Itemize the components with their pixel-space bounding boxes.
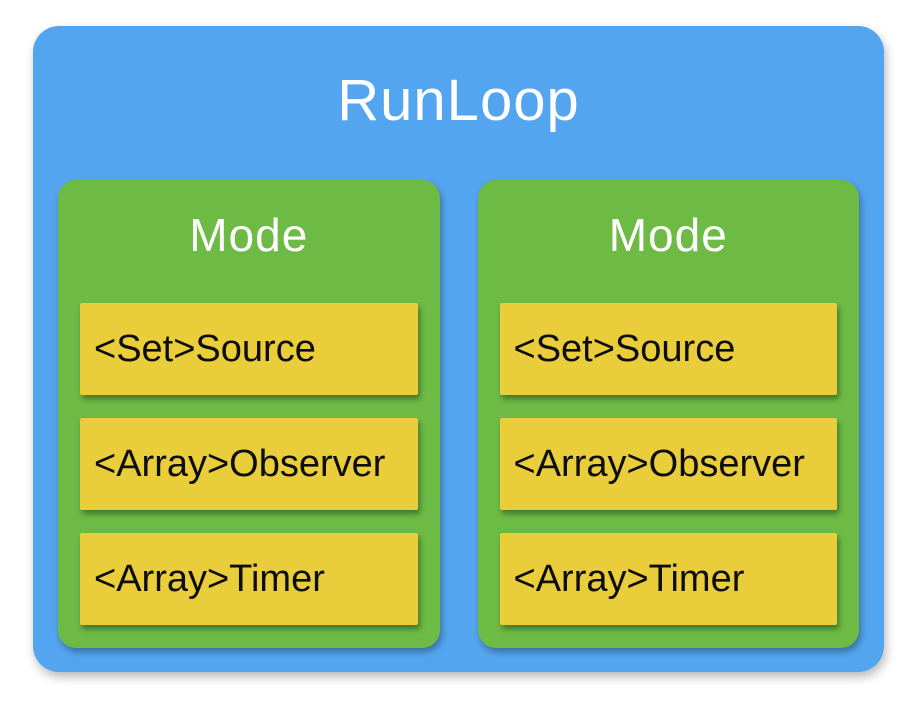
mode-title: Mode <box>189 209 309 261</box>
modes-row: Mode <Set>Source <Array>Observer <Array>… <box>58 180 859 648</box>
mode-item-observer: <Array>Observer <box>499 418 837 510</box>
mode-box-2: Mode <Set>Source <Array>Observer <Array>… <box>477 180 859 648</box>
runloop-container: RunLoop Mode <Set>Source <Array>Observer… <box>33 26 884 672</box>
mode-item-source: <Set>Source <box>499 303 837 395</box>
mode-items-list: <Set>Source <Array>Observer <Array>Timer <box>499 303 837 625</box>
mode-item-source: <Set>Source <box>80 303 418 395</box>
mode-title: Mode <box>608 209 728 261</box>
runloop-title: RunLoop <box>337 68 580 133</box>
mode-item-observer: <Array>Observer <box>80 418 418 510</box>
mode-item-timer: <Array>Timer <box>499 533 837 625</box>
mode-box-1: Mode <Set>Source <Array>Observer <Array>… <box>58 180 440 648</box>
mode-item-timer: <Array>Timer <box>80 533 418 625</box>
mode-items-list: <Set>Source <Array>Observer <Array>Timer <box>80 303 418 625</box>
